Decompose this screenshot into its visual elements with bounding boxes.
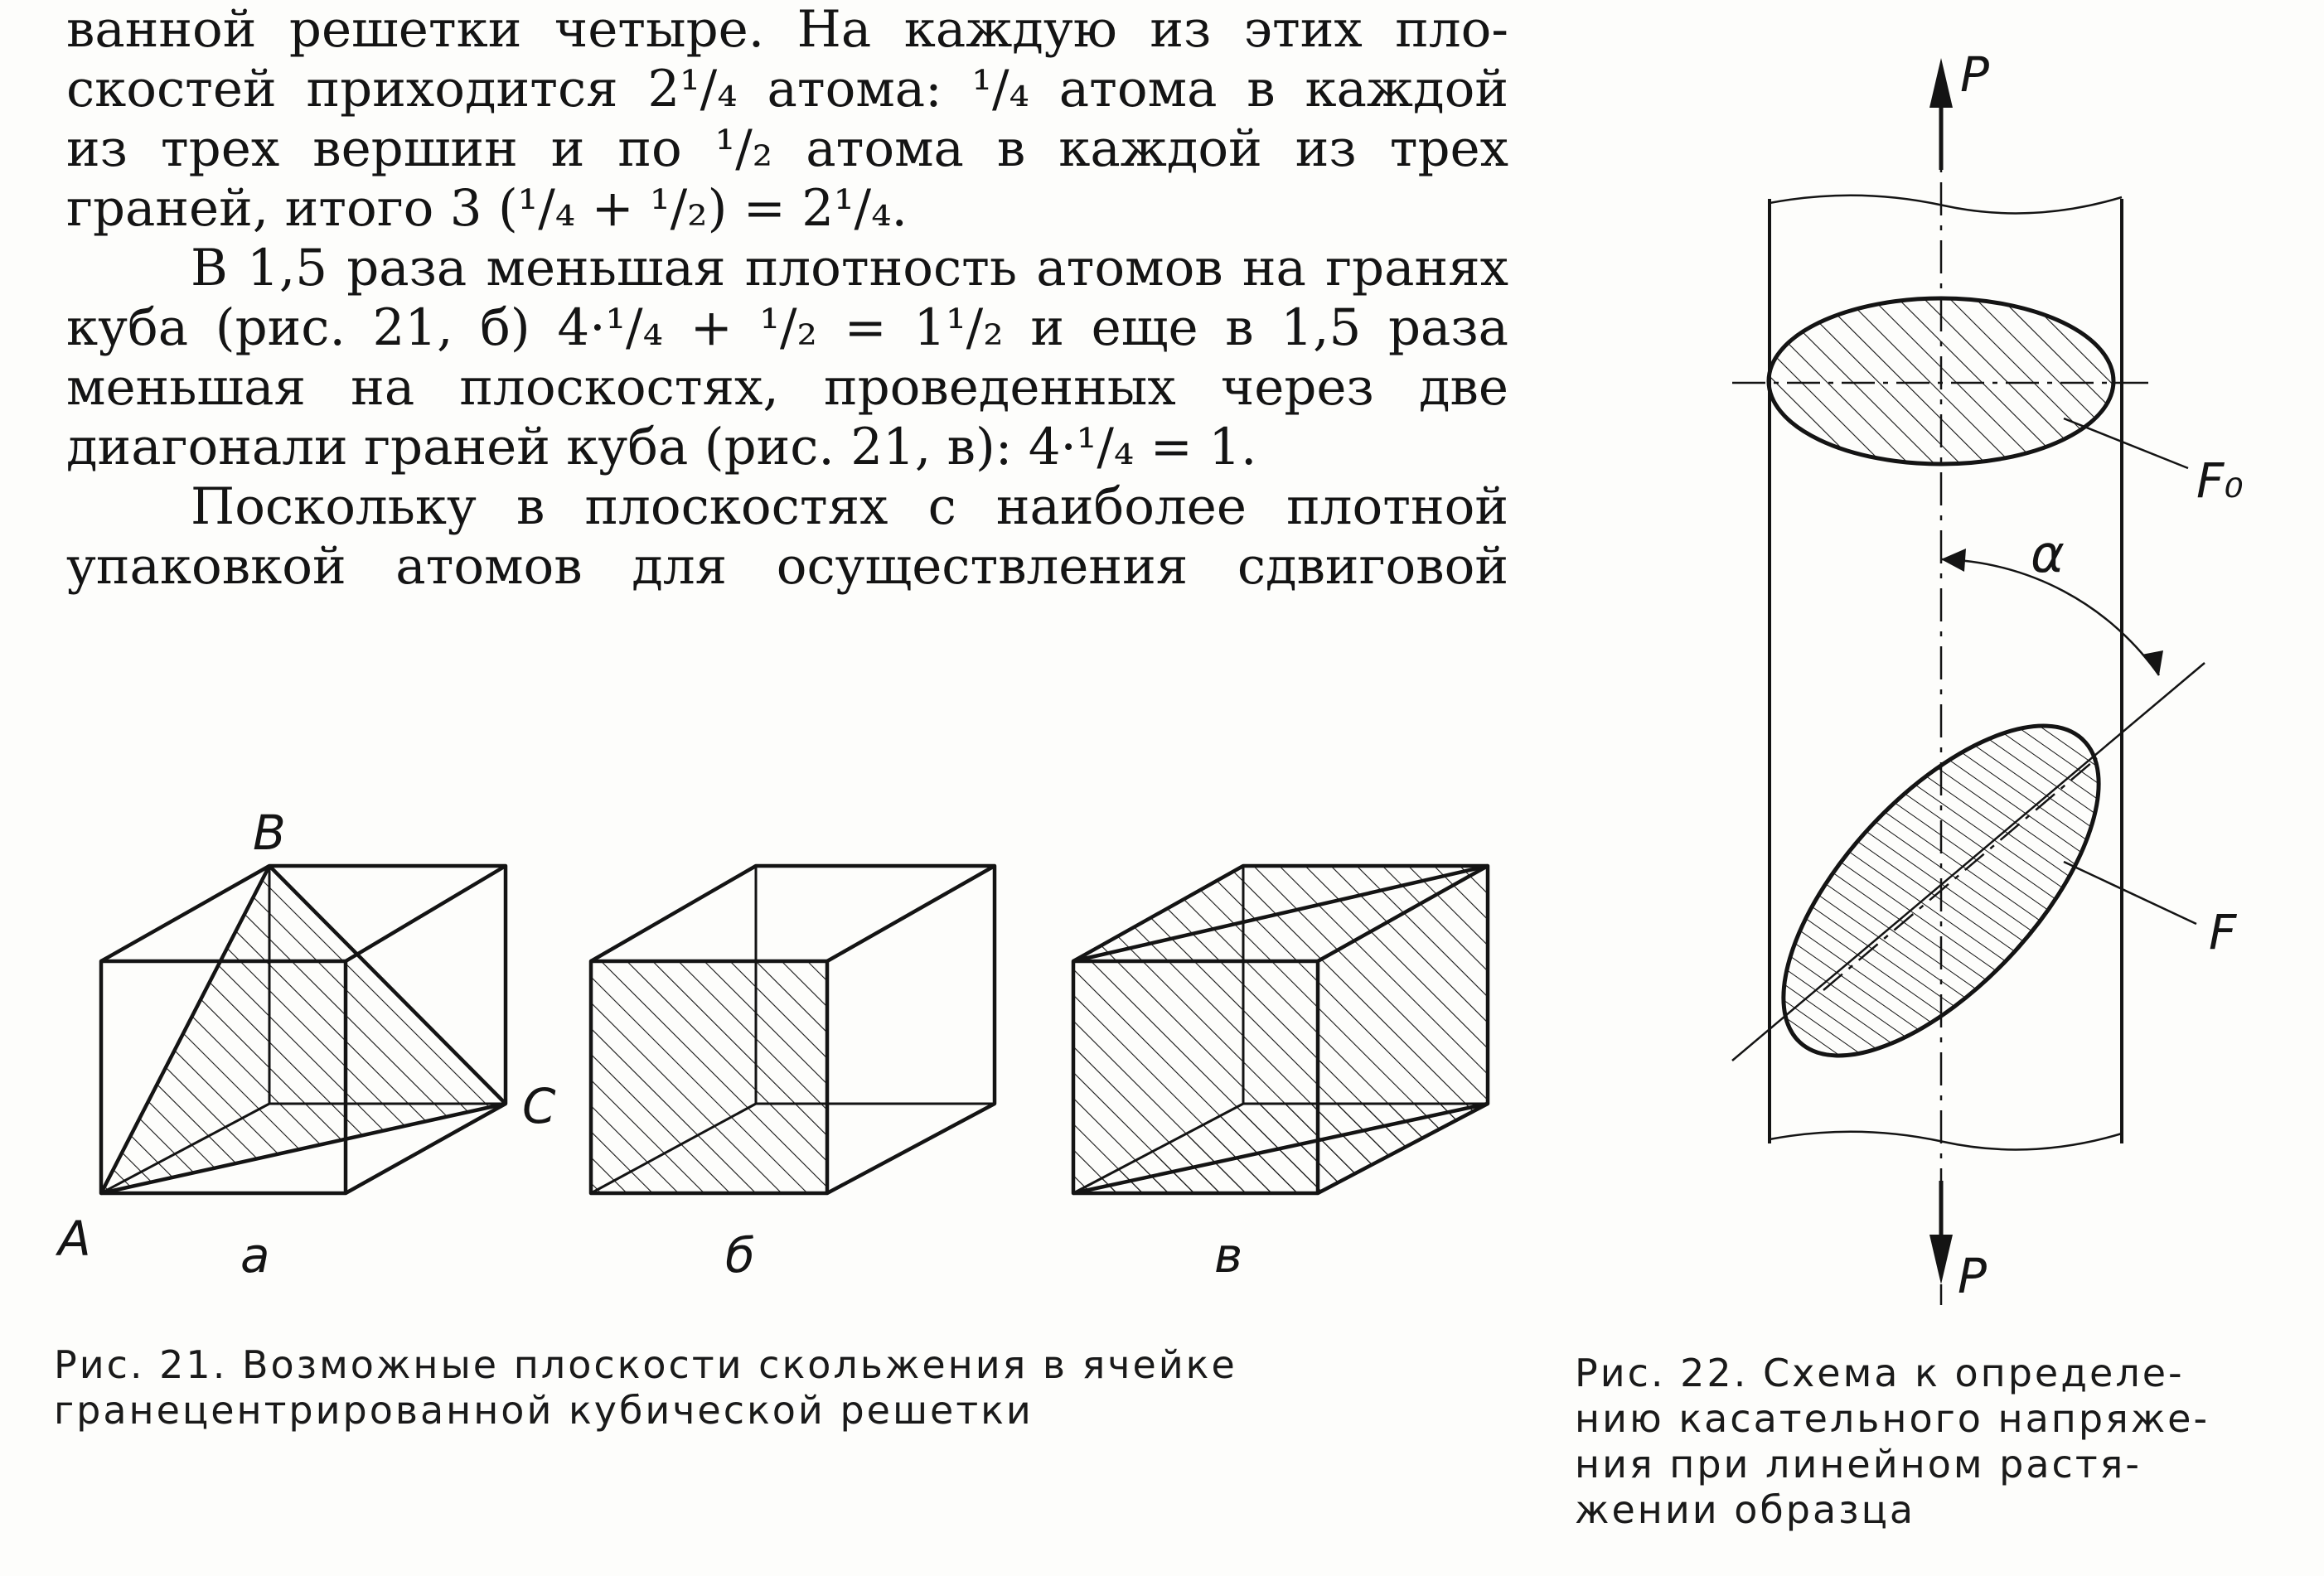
text-line: ванной решетки четыре. На каждую из этих… bbox=[66, 0, 1508, 59]
label-vertex-c: C bbox=[522, 1078, 556, 1134]
slip-plane-a bbox=[101, 866, 506, 1193]
text-line: Поскольку в плоскостях с наиболее плотно… bbox=[191, 477, 1508, 536]
text-line: куба (рис. 21, б) 4·¹/₄ + ¹/₂ = 1¹/₂ и е… bbox=[66, 298, 1508, 357]
label-angle-alpha: α bbox=[2031, 524, 2065, 584]
label-area-f0: F₀ bbox=[2196, 452, 2244, 509]
caption-line: Рис. 21. Возможные плоскости скольжения … bbox=[54, 1342, 1237, 1387]
text-line: граней, итого 3 (¹/₄ + ¹/₂) = 2¹/₄. bbox=[66, 179, 908, 238]
arrow-down-icon bbox=[1929, 1235, 1953, 1284]
label-area-f: F bbox=[2209, 904, 2238, 960]
angle-arc bbox=[1940, 558, 2161, 676]
body-text: ванной решетки четыре. На каждую из этих… bbox=[66, 0, 1508, 597]
fig22-tensile-specimen bbox=[1731, 58, 2205, 1305]
arrow-up-icon bbox=[1929, 58, 1953, 108]
caption-line: нию касательного напряже- bbox=[1575, 1396, 2210, 1441]
text-line: из трех вершин и по ¹/₂ атома в каждой и… bbox=[66, 119, 1508, 178]
fig22-caption: Рис. 22. Схема к определе- нию касательн… bbox=[1575, 1351, 2304, 1533]
caption-line: ния при линейном растя- bbox=[1575, 1442, 2142, 1487]
fig21-caption: Рис. 21. Возможные плоскости скольжения … bbox=[54, 1342, 1513, 1433]
caption-line: гранецентрированной кубической решетки bbox=[54, 1388, 1034, 1433]
text-line: диагонали граней куба (рис. 21, в): 4·¹/… bbox=[66, 418, 1257, 476]
fig21-cube-a bbox=[99, 863, 508, 1196]
fig21-cube-v bbox=[1071, 863, 1490, 1196]
fig21-cube-b bbox=[588, 863, 997, 1196]
label-subfig-a: а bbox=[240, 1227, 270, 1284]
label-vertex-b: B bbox=[253, 805, 286, 861]
label-force-top: P bbox=[1960, 46, 1989, 103]
caption-line: жении образца bbox=[1575, 1487, 1916, 1532]
text-line: меньшая на плоскостях, проведенных через… bbox=[66, 358, 1508, 417]
text-line: упаковкой атомов для осуществления сдвиг… bbox=[66, 537, 1508, 596]
text-line: скостей приходится 2¹/₄ атома: ¹/₄ атома… bbox=[66, 60, 1508, 118]
label-force-bottom: P bbox=[1958, 1248, 1987, 1304]
label-subfig-b: б bbox=[725, 1227, 755, 1284]
text-line: В 1,5 раза меньшая плотность атомов на г… bbox=[191, 239, 1508, 297]
label-vertex-a: A bbox=[55, 1211, 91, 1267]
caption-line: Рис. 22. Схема к определе- bbox=[1575, 1351, 2185, 1395]
slip-plane-b bbox=[588, 959, 830, 1196]
label-subfig-v: в bbox=[1214, 1227, 1242, 1284]
